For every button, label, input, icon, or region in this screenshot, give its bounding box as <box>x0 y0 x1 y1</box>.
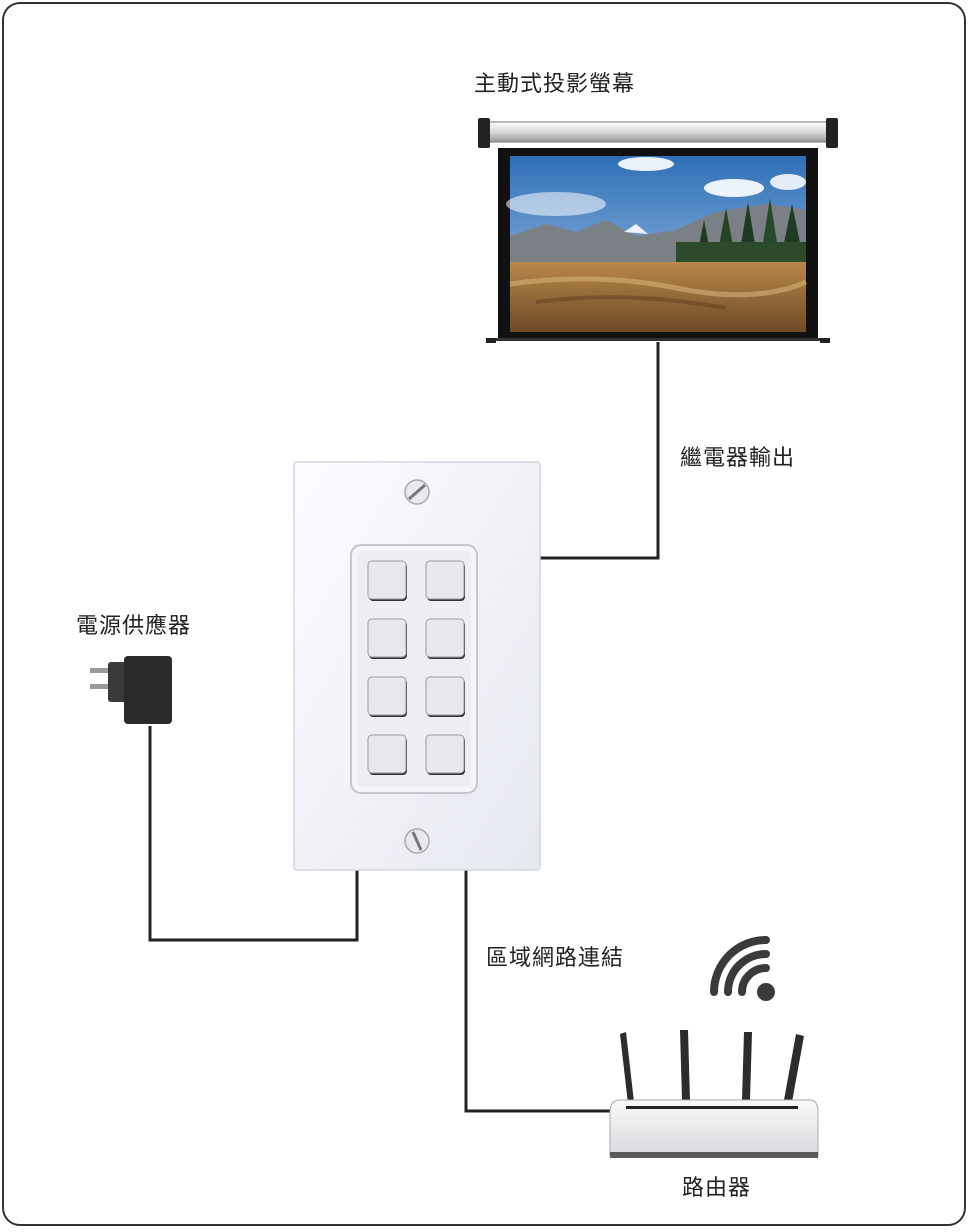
keypad-button-1[interactable] <box>367 560 407 600</box>
keypad-button-3[interactable] <box>367 618 407 658</box>
keypad-button-4[interactable] <box>425 618 465 658</box>
router-label: 路由器 <box>682 1176 752 1201</box>
keypad-button-6[interactable] <box>425 676 465 716</box>
keypad-button-2[interactable] <box>425 560 465 600</box>
wifi-icon <box>710 936 775 1001</box>
keypad-wallplate <box>293 461 541 871</box>
lan-wire <box>464 870 614 1113</box>
bottom-screw <box>404 828 430 854</box>
projection-screen-label: 主動式投影螢幕 <box>474 72 636 97</box>
relay-wire <box>540 342 660 560</box>
keypad-button-5[interactable] <box>367 676 407 716</box>
top-screw <box>404 479 430 505</box>
lan-connection-label: 區域網路連結 <box>486 946 625 971</box>
relay-output-label: 繼電器輸出 <box>680 446 796 471</box>
keypad-button-7[interactable] <box>367 734 407 774</box>
router-icon <box>609 1030 819 1158</box>
power-supply-label: 電源供應器 <box>76 614 192 639</box>
projection-screen-icon <box>478 118 838 343</box>
keypad-button-8[interactable] <box>425 734 465 774</box>
power-wire <box>148 726 359 942</box>
power-adapter-icon <box>90 656 172 724</box>
keypad-buttons <box>367 560 465 775</box>
